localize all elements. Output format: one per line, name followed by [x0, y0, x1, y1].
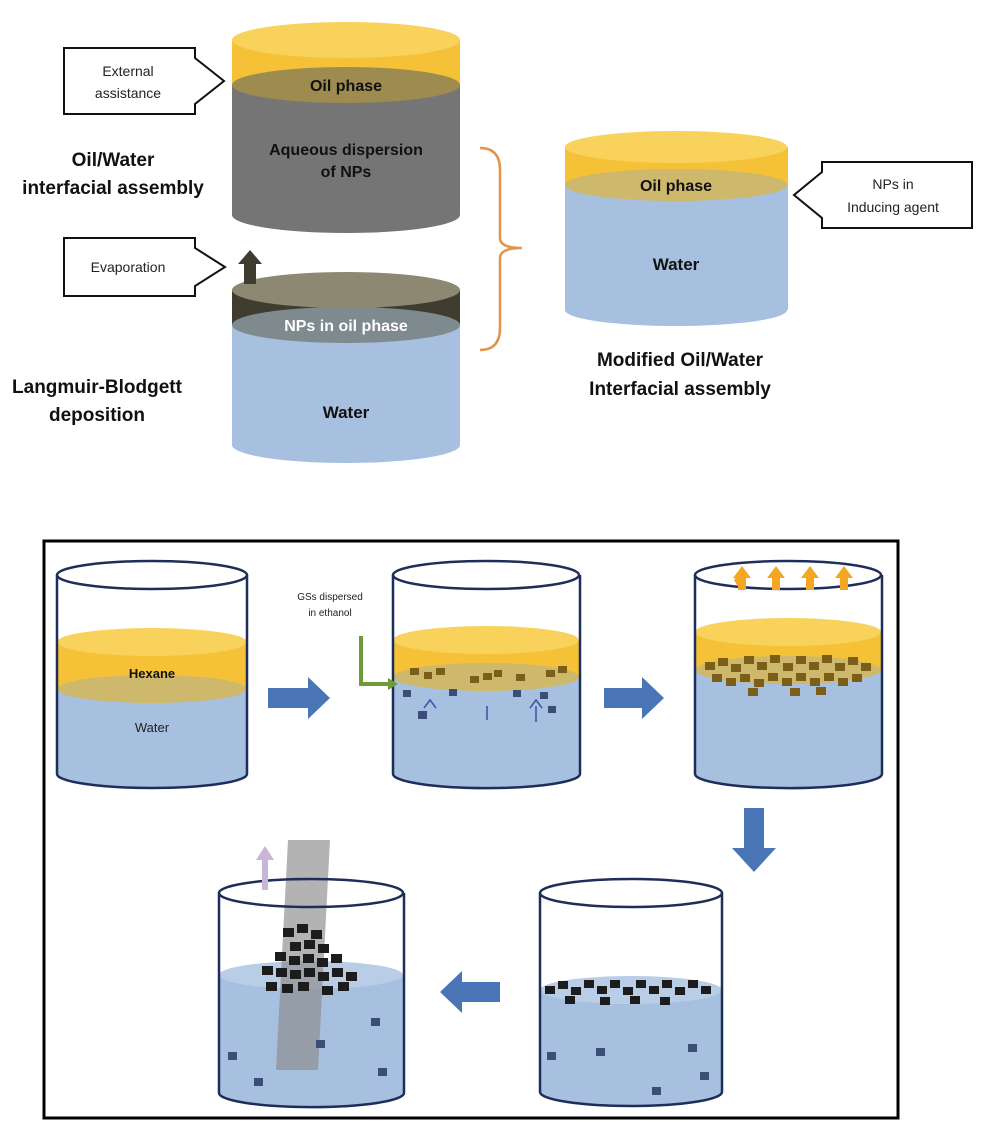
- ethanol-inlet-arrow: [359, 636, 390, 686]
- cylinder-modified-ow: Oil phase Water: [565, 131, 788, 326]
- withdraw-arrow-icon: [256, 846, 274, 890]
- water-label-mod: Water: [653, 255, 700, 274]
- bracket-connector: [479, 146, 523, 352]
- callout-evaporation: Evaporation: [63, 237, 227, 297]
- oil-phase-label: Oil phase: [310, 78, 382, 95]
- process-arrow-3: [732, 808, 776, 872]
- beaker-4: [538, 877, 724, 1108]
- label-ow-line1: Oil/Water: [72, 150, 155, 171]
- callout-external-line1: External: [102, 63, 153, 79]
- callout-nps-line1: NPs in: [872, 176, 913, 192]
- label-mod-line1: Modified Oil/Water: [597, 350, 764, 371]
- aqueous-dispersion-label-2: of NPs: [321, 164, 372, 181]
- beaker-5: [217, 840, 406, 1109]
- gs-note-line2: in ethanol: [308, 608, 351, 619]
- label-lb-line2: deposition: [49, 405, 145, 426]
- water-label-b1: Water: [135, 720, 170, 735]
- cylinder-langmuir-blodgett: NPs in oil phase Water: [232, 250, 460, 463]
- beaker-3: [693, 559, 884, 790]
- oil-phase-label-mod: Oil phase: [640, 178, 712, 195]
- nps-oil-phase-label: NPs in oil phase: [284, 318, 408, 335]
- cylinder-ow-assembly: Oil phase Aqueous dispersion of NPs: [232, 22, 460, 233]
- hexane-label: Hexane: [129, 666, 175, 681]
- callout-external-line2: assistance: [95, 85, 161, 101]
- callout-nps-line2: Inducing agent: [847, 199, 939, 215]
- callout-evaporation-text: Evaporation: [91, 259, 166, 275]
- label-lb-line1: Langmuir-Blodgett: [12, 377, 183, 398]
- process-arrow-1: [268, 677, 330, 719]
- evaporation-arrow-icon: [238, 250, 262, 284]
- water-label-lb: Water: [323, 403, 370, 422]
- callout-external-assistance: External assistance: [63, 47, 226, 115]
- beaker-1: Hexane Water: [55, 559, 249, 790]
- process-arrow-2: [604, 677, 664, 719]
- aqueous-dispersion-label: Aqueous dispersion: [269, 142, 423, 159]
- evaporation-arrows-icon: [733, 566, 853, 590]
- callout-nps-inducing-agent: NPs in Inducing agent: [792, 161, 973, 229]
- label-ow-line2: interfacial assembly: [22, 178, 204, 199]
- beaker-2: GSs dispersed in ethanol: [297, 559, 582, 790]
- gs-note-line1: GSs dispersed: [297, 592, 363, 603]
- process-arrow-4: [440, 971, 500, 1013]
- label-mod-line2: Interfacial assembly: [589, 379, 771, 400]
